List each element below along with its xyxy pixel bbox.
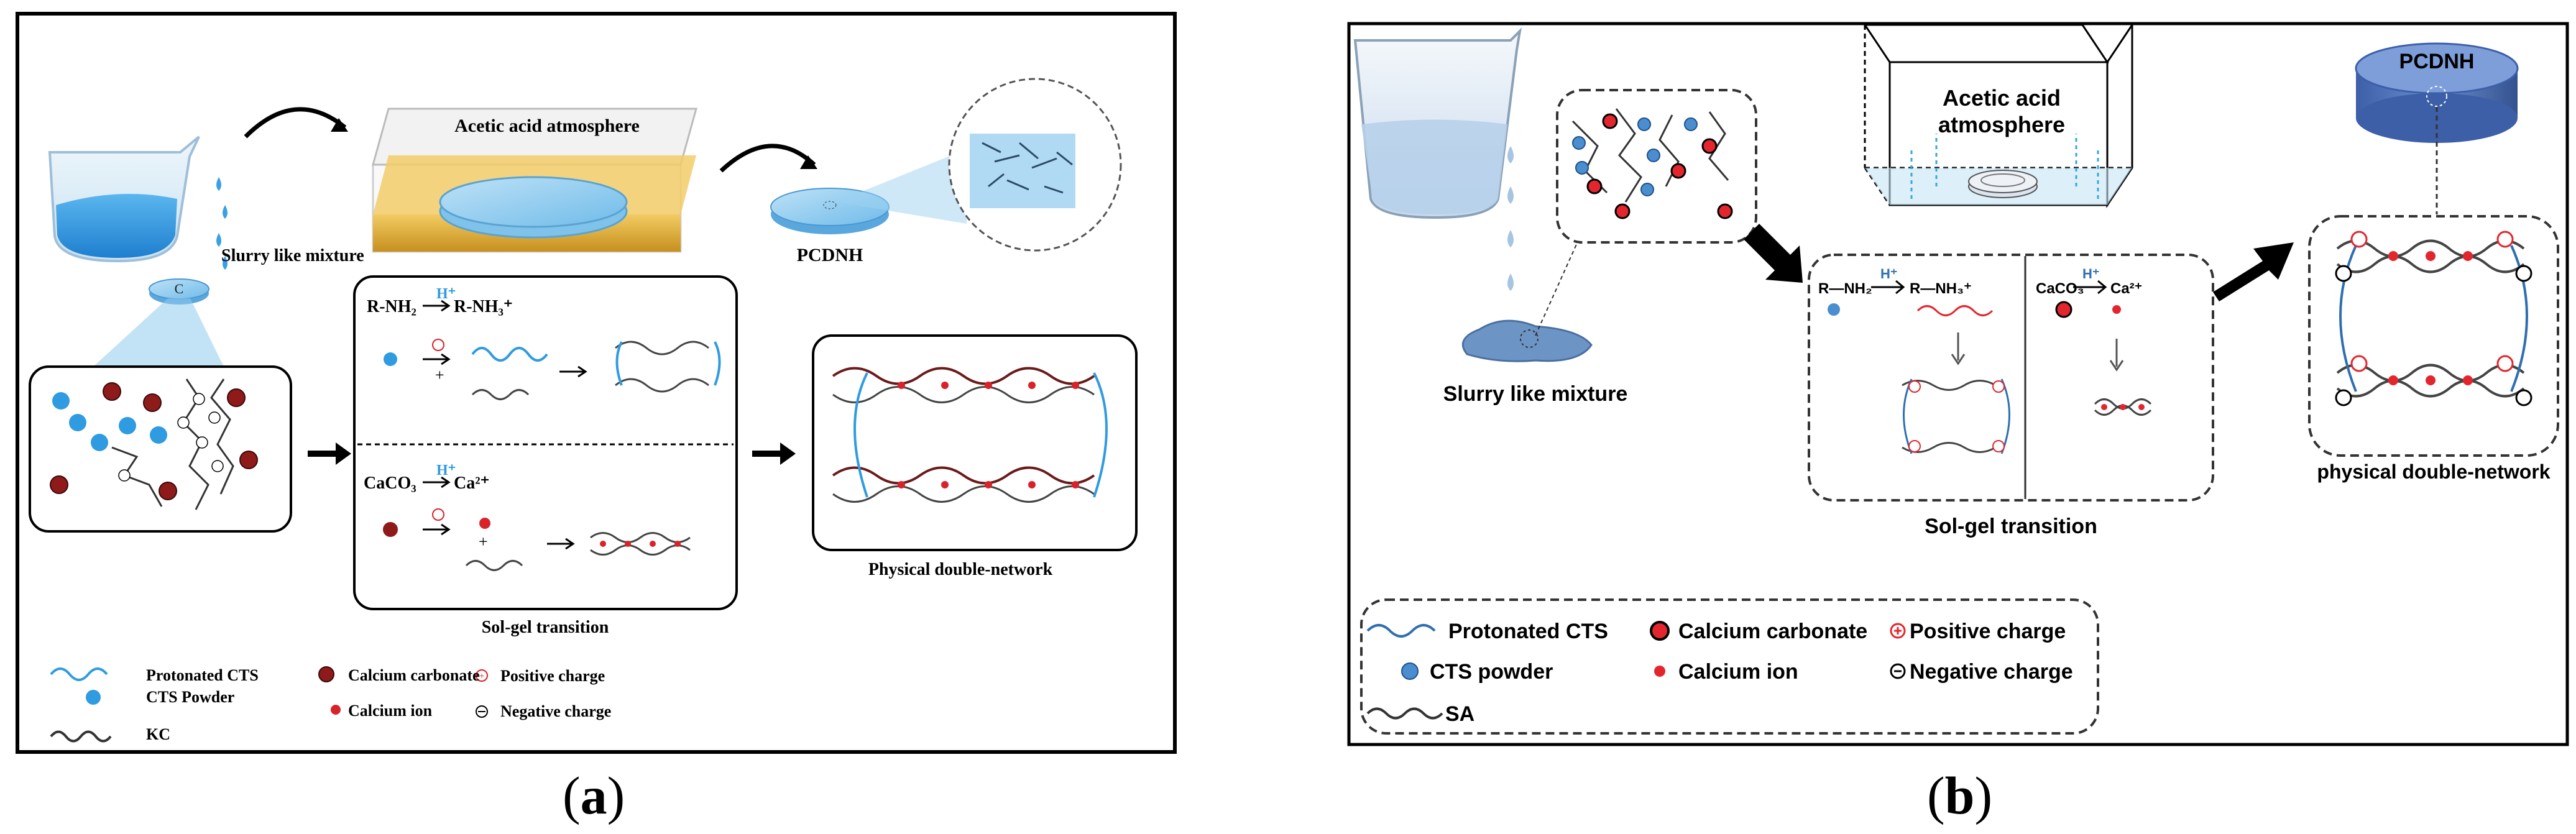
legend-a-cts-powder: CTS Powder [146,688,234,706]
legend-a-calcium-carbonate: Calcium carbonate [348,666,480,684]
acetic-label-b2: atmosphere [1938,112,2065,137]
caption-b-open: ( [1927,766,1945,825]
caption-b-close: ) [1974,766,1993,825]
eq2-hplus: H⁺ [436,462,456,479]
curved-arrow-2 [719,144,816,173]
eq1-right-b: R—NH₃⁺ [1910,280,1972,297]
caption-a-letter: a [580,766,607,825]
caption-b-letter: b [1944,766,1975,825]
pcdnh-label: PCDNH [797,245,863,265]
network-label-a: Physical double-network [868,560,1053,579]
solgel-box: + + [353,275,738,610]
eq1-left: R-NH₂ [367,297,416,316]
arrow-to-solgel [308,442,351,465]
acetic-acid-cube [1863,22,2133,208]
svg-text:+: + [435,366,444,384]
legend-a-calcium-ion: Calcium ion [348,702,433,720]
acetic-label-b1: Acetic acid [1943,85,2061,111]
eq2-hplus-b: H⁺ [2082,266,2100,282]
mixture-box-b [1556,89,1757,244]
beaker-icon [48,135,200,263]
acetic-label: Acetic acid atmosphere [454,116,640,136]
caption-a: (a) [563,764,625,827]
arrow-to-network-b [2213,242,2294,301]
eq1-right: R-NH₃⁺ [454,297,513,316]
network-label-b: physical double-network [2317,461,2550,483]
legend-b-calcium-ion: Calcium ion [1678,660,1798,684]
legend-b-positive-charge: Positive charge [1910,620,2066,643]
legend-a: + [50,666,488,743]
network-box-b [2308,215,2559,457]
eq1-hplus: H⁺ [436,286,456,302]
eq2-left: CaCO₃ [364,474,416,493]
eq1-hplus-b: H⁺ [1880,266,1898,282]
beaker-b-icon [1353,27,1522,219]
slurry-label-b: Slurry like mixture [1443,382,1628,406]
legend-b-sa: SA [1445,702,1474,726]
svg-text:+: + [479,671,484,682]
slurry-puddle [1461,319,1593,362]
eq2-left-b: CaCO₃ [2036,280,2084,297]
solgel-label-a: Sol-gel transition [482,618,609,637]
droplets-b-icon [1507,146,1514,291]
legend-b [1360,598,2099,735]
mixture-box [29,365,292,533]
zoom-circle [836,78,1122,252]
legend-a-positive-charge: Positive charge [500,667,605,685]
curved-arrow-1 [244,107,347,139]
arrow-to-network [752,442,796,465]
eq2-right: Ca²⁺ [454,474,489,493]
eq2-right-b: Ca²⁺ [2110,280,2142,297]
droplets-icon [216,177,228,270]
legend-a-negative-charge: Negative charge [500,702,611,720]
pcdnh-label-b: PCDNH [2399,50,2475,73]
solgel-box-b [1808,254,2214,502]
arrow-to-solgel-b [1744,224,1803,283]
small-disk: C [93,278,224,367]
legend-b-cts-powder: CTS powder [1430,660,1553,684]
network-box-a [812,334,1138,551]
legend-b-calcium-carbonate: Calcium carbonate [1678,620,1867,643]
legend-a-kc: KC [146,725,170,743]
slurry-label: Slurry like mixture [221,246,364,265]
eq1-left-b: R—NH₂ [1818,280,1872,297]
legend-b-protonated-cts: Protonated CTS [1448,620,1608,643]
legend-a-protonated-cts: Protonated CTS [146,666,259,684]
caption-b: (b) [1927,764,1992,827]
legend-b-negative-charge: Negative charge [1910,660,2073,684]
caption-a-close: ) [607,766,625,825]
acetic-acid-box [372,108,697,253]
solgel-label-b: Sol-gel transition [1925,515,2097,538]
caption-a-open: ( [563,766,581,825]
svg-text:C: C [175,281,184,296]
svg-text:+: + [479,533,488,551]
